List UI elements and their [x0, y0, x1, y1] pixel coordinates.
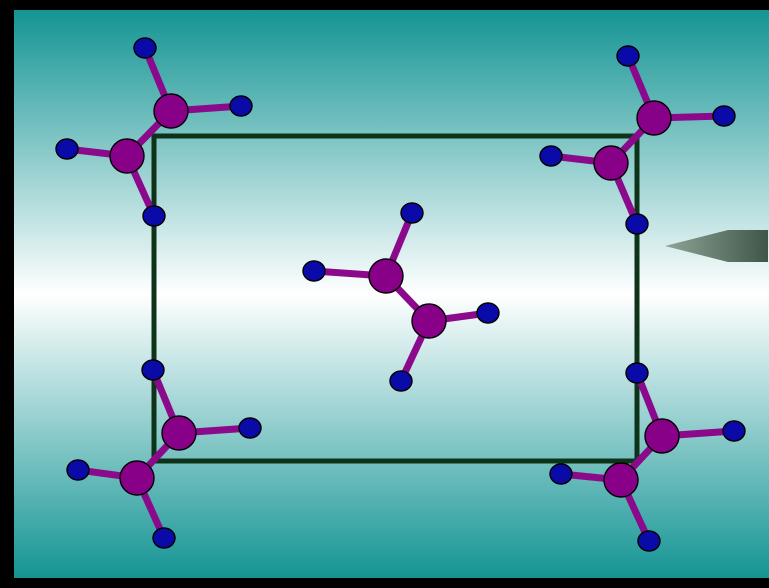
small-atom: [238, 417, 262, 439]
large-atom: [368, 258, 404, 294]
molecule-bottom-right: [549, 362, 746, 552]
small-atom: [142, 205, 166, 227]
small-atom: [400, 202, 424, 224]
molecule-top-right: [539, 45, 736, 235]
arrow-left-icon: [665, 230, 768, 262]
small-atom: [55, 138, 79, 160]
small-atom: [637, 530, 661, 552]
molecule-center: [302, 202, 500, 392]
small-atom: [712, 105, 736, 127]
large-atom: [109, 138, 145, 174]
gradient-background: [14, 10, 769, 578]
small-atom: [616, 45, 640, 67]
small-atom: [625, 213, 649, 235]
large-atom: [644, 418, 680, 454]
small-atom: [229, 95, 253, 117]
large-atom: [603, 462, 639, 498]
small-atom: [66, 459, 90, 481]
large-atom: [119, 460, 155, 496]
large-atom: [153, 93, 189, 129]
molecule-bottom-left: [66, 359, 262, 549]
large-atom: [636, 100, 672, 136]
molecule-top-left: [55, 37, 253, 227]
small-atom: [141, 359, 165, 381]
large-atom: [411, 303, 447, 339]
unit-cell-box: [151, 133, 640, 464]
small-atom: [389, 370, 413, 392]
large-atom: [593, 145, 629, 181]
small-atom: [152, 527, 176, 549]
small-atom: [133, 37, 157, 59]
small-atom: [722, 420, 746, 442]
small-atom: [476, 302, 500, 324]
small-atom: [625, 362, 649, 384]
molecule-layer: [55, 37, 746, 552]
small-atom: [539, 145, 563, 167]
small-atom: [302, 260, 326, 282]
large-atom: [161, 415, 197, 451]
small-atom: [549, 463, 573, 485]
